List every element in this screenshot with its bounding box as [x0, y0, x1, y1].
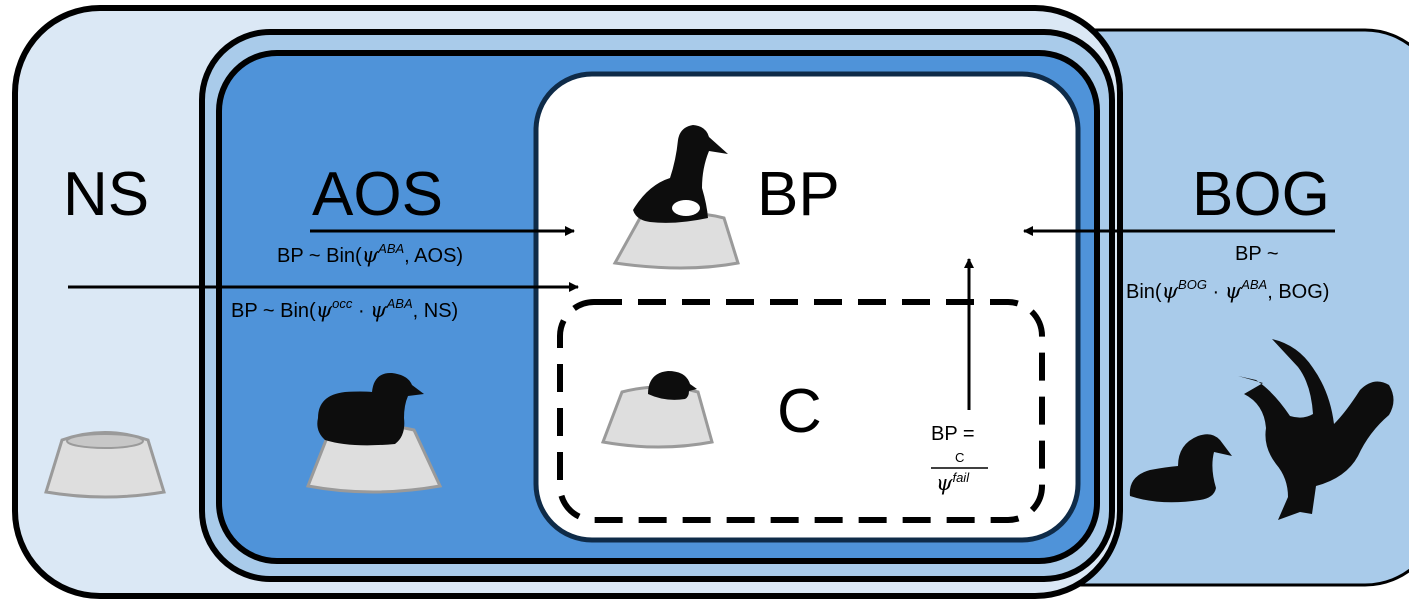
ns-equation: BP ~ Bin(ψocc · ψABA, NS) — [231, 296, 458, 322]
breeding-bird-with-egg-icon — [612, 125, 740, 270]
displaying-bird-icon — [1238, 339, 1394, 520]
bog-equation-line2: Bin(ψBOG · ψABA, BOG) — [1126, 277, 1329, 303]
empty-nest-icon — [44, 431, 166, 499]
c-equation-denominator: ψfail — [936, 470, 970, 495]
bp-label: BP — [757, 160, 840, 229]
c-region — [557, 299, 1045, 523]
aos-label: AOS — [312, 160, 443, 229]
bog-label: BOG — [1192, 160, 1330, 229]
chick-in-nest-icon — [600, 371, 714, 449]
bog-equation-line1: BP ~ — [1235, 243, 1279, 265]
bird-on-nest-icon — [305, 372, 443, 494]
sitting-bird-icon — [1129, 434, 1232, 503]
aos-equation: BP ~ Bin(ψABA, AOS) — [277, 241, 463, 267]
c-equation-line1: BP = — [931, 423, 975, 445]
bp-region — [533, 71, 1081, 543]
c-label: C — [777, 377, 822, 446]
c-equation-numerator: C — [955, 450, 964, 465]
ns-label: NS — [63, 160, 149, 229]
